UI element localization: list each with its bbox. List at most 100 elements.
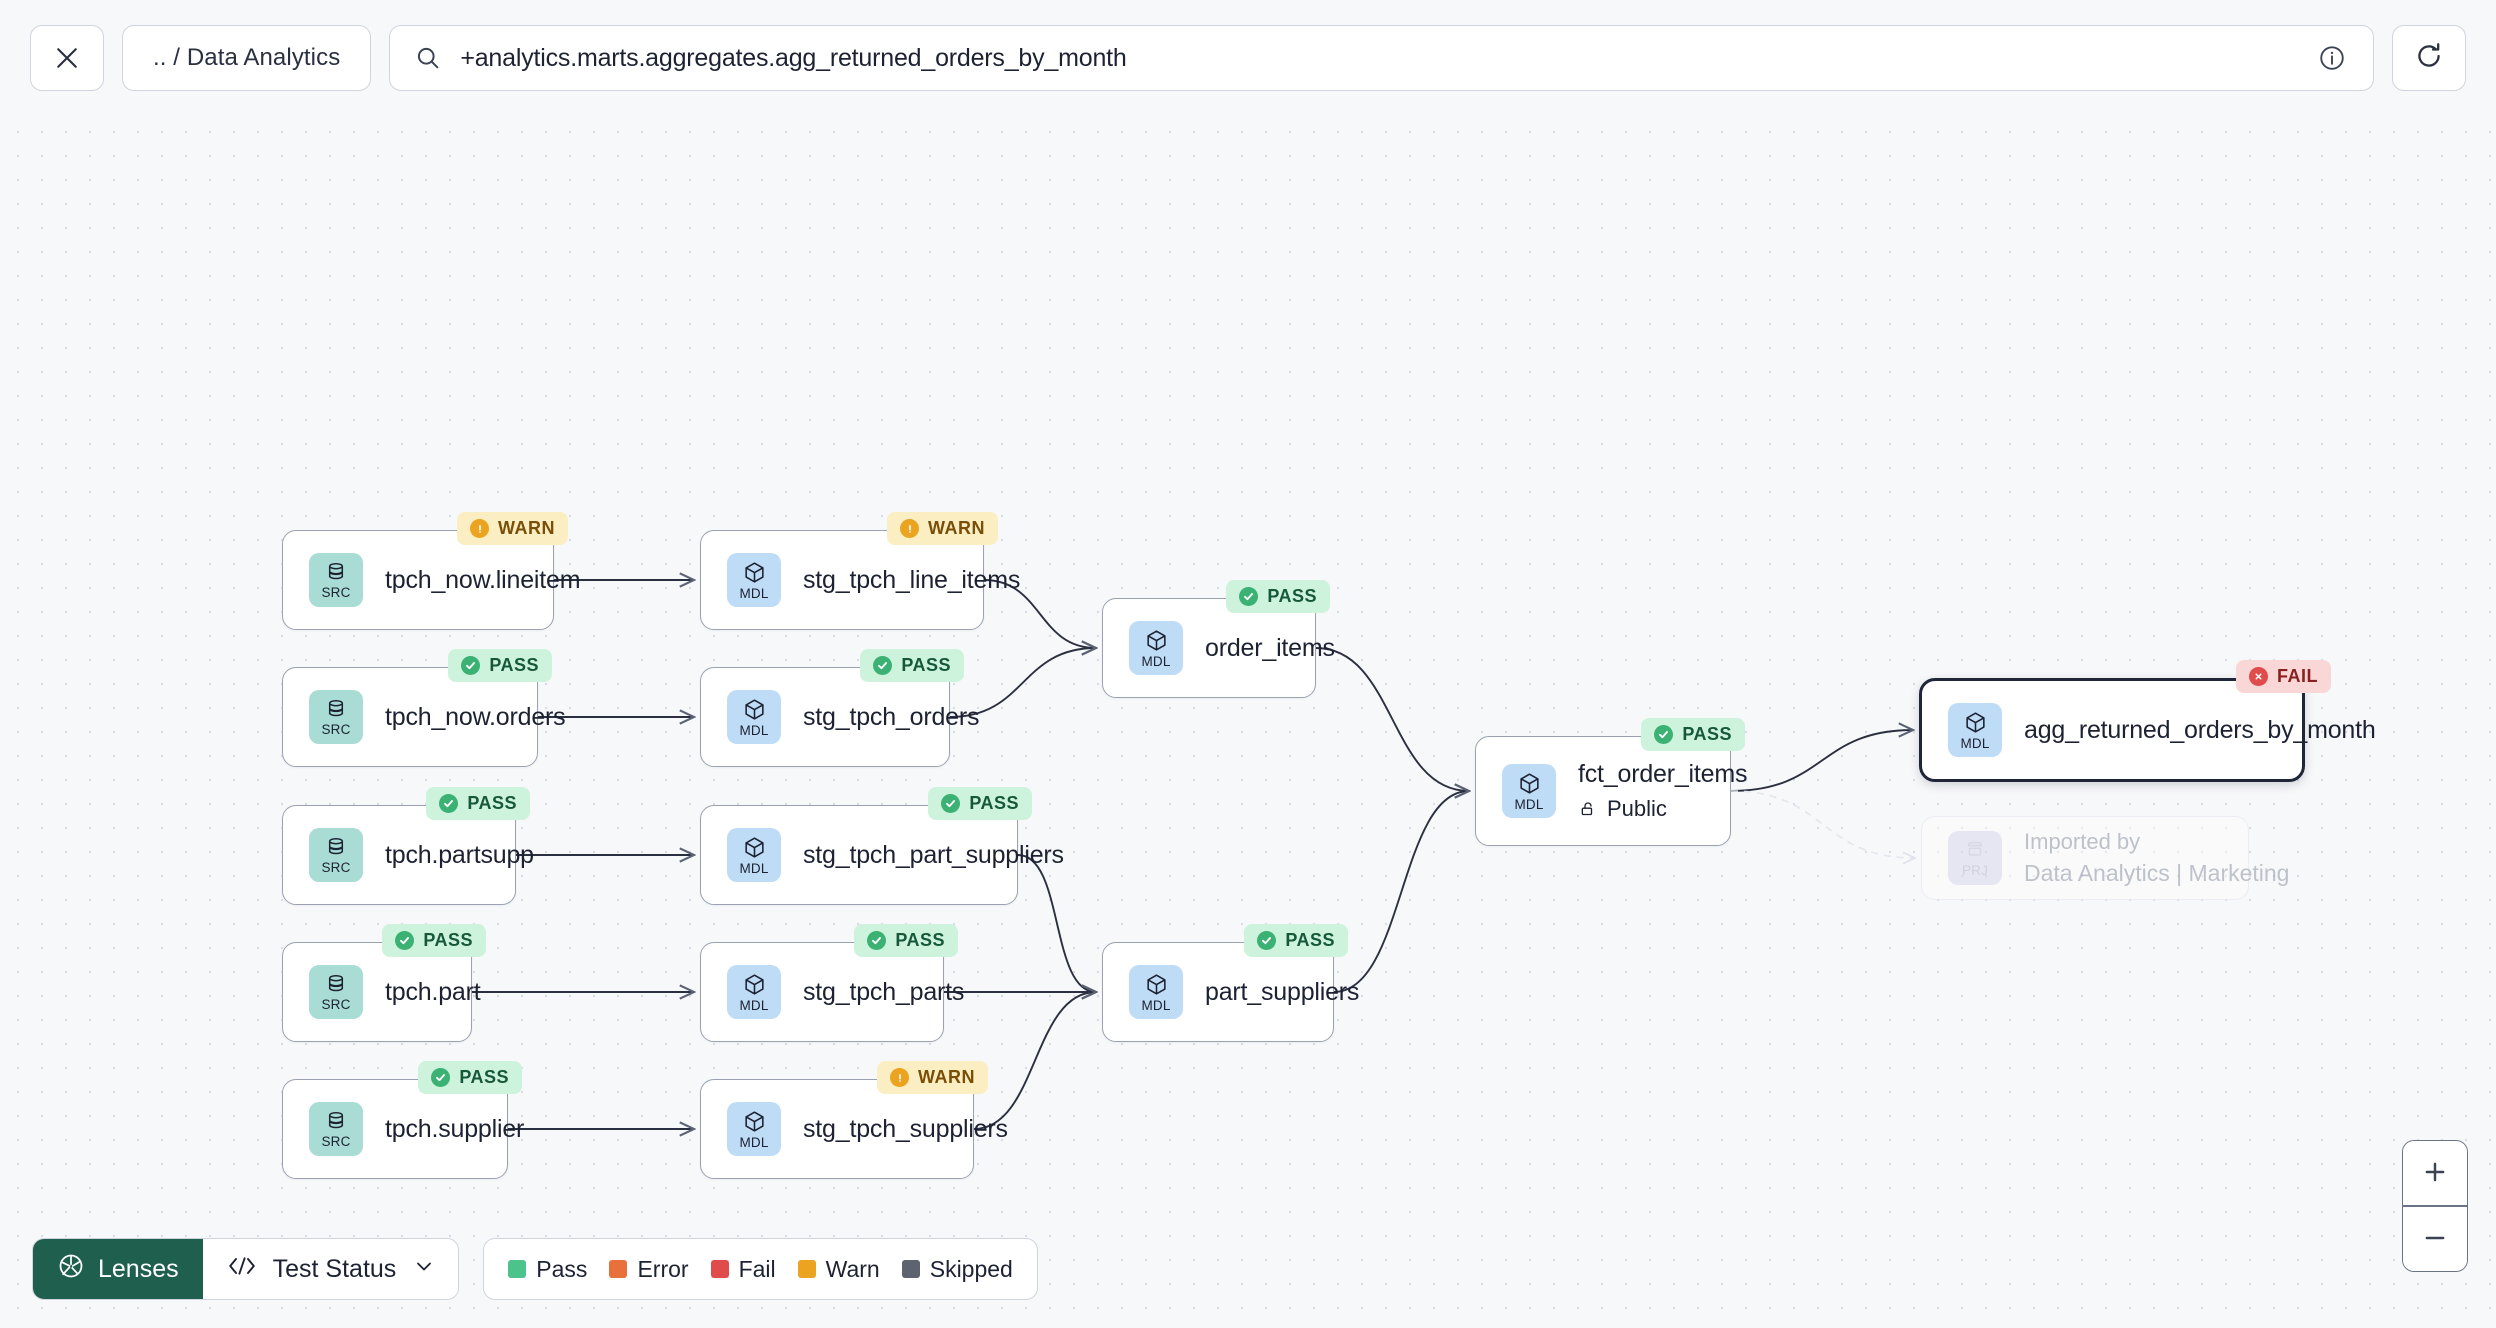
status-label: PASS xyxy=(423,930,473,950)
minus-icon xyxy=(2421,1224,2449,1255)
status-icon xyxy=(439,794,459,813)
graph-node-tpch_now_lineitem[interactable]: SRC tpch_now.lineitem xyxy=(282,530,581,630)
graph-node-stg_tpch_orders[interactable]: MDL stg_tpch_orders xyxy=(700,667,979,767)
status-icon xyxy=(470,519,489,538)
close-button[interactable] xyxy=(30,25,104,91)
node-title: stg_tpch_suppliers xyxy=(803,1114,1008,1143)
breadcrumb[interactable]: .. / Data Analytics xyxy=(122,25,372,91)
lenses-button[interactable]: Lenses xyxy=(33,1239,203,1299)
status-label: PASS xyxy=(1682,724,1732,744)
status-label: PASS xyxy=(901,655,951,675)
status-badge-stg_tpch_orders[interactable]: PASS xyxy=(860,649,964,682)
status-badge-stg_tpch_part_suppliers[interactable]: PASS xyxy=(928,787,1032,820)
graph-node-stg_tpch_parts[interactable]: MDL stg_tpch_parts xyxy=(700,942,964,1042)
node-title: fct_order_items xyxy=(1578,760,1748,789)
node-kind-chip: MDL xyxy=(1129,965,1183,1019)
legend-item-pass[interactable]: Pass xyxy=(508,1256,587,1283)
status-badge-tpch_now_orders[interactable]: PASS xyxy=(448,649,552,682)
status-badge-tpch_now_lineitem[interactable]: WARN xyxy=(457,512,568,545)
node-imported-by-label: Imported by xyxy=(2024,828,2141,854)
status-label: FAIL xyxy=(2277,666,2318,686)
status-icon xyxy=(2249,667,2268,686)
cube-icon xyxy=(1965,712,1985,733)
node-title: order_items xyxy=(1205,633,1335,662)
cube-icon xyxy=(1146,630,1166,651)
cube-icon xyxy=(744,562,764,583)
status-label: PASS xyxy=(1267,586,1317,606)
edge-layer xyxy=(471,116,2496,1328)
test-status-button[interactable]: Test Status xyxy=(202,1239,459,1299)
search-bar[interactable] xyxy=(389,25,2374,91)
graph-node-stg_tpch_part_suppliers[interactable]: MDL stg_tpch_part_suppliers xyxy=(700,805,1064,905)
status-icon xyxy=(1239,587,1259,606)
graph-node-tpch_now_orders[interactable]: SRC tpch_now.orders xyxy=(282,667,566,767)
database-icon xyxy=(328,1112,344,1129)
status-badge-tpch_partsupp[interactable]: PASS xyxy=(426,787,530,820)
status-badge-tpch_part[interactable]: PASS xyxy=(382,924,486,957)
status-badge-stg_tpch_suppliers[interactable]: WARN xyxy=(877,1061,988,1094)
legend-swatch xyxy=(797,1260,816,1278)
legend-item-error[interactable]: Error xyxy=(609,1255,689,1283)
status-badge-stg_tpch_line_items[interactable]: WARN xyxy=(887,512,998,545)
status-badge-agg_returned_orders_by_month[interactable]: FAIL xyxy=(2236,660,2331,693)
node-kind-chip: PRJ xyxy=(1948,831,2002,885)
node-visibility: Public xyxy=(1578,796,1704,822)
edge-order_items-to-fct_order_items xyxy=(1315,647,1469,791)
legend-label: Skipped xyxy=(929,1255,1013,1282)
info-icon[interactable] xyxy=(2317,43,2347,73)
edge-stg_tpch_part_suppliers-to-part_suppliers xyxy=(1017,854,1096,992)
status-icon xyxy=(900,519,919,538)
node-kind-label: MDL xyxy=(739,997,769,1013)
graph-node-tpch_supplier[interactable]: SRC tpch.supplier xyxy=(282,1079,524,1179)
graph-node-stg_tpch_line_items[interactable]: MDL stg_tpch_line_items xyxy=(700,530,1020,630)
status-label: WARN xyxy=(918,1067,975,1087)
status-badge-stg_tpch_parts[interactable]: PASS xyxy=(854,924,958,957)
graph-node-fct_order_items[interactable]: MDL fct_order_items Public xyxy=(1475,736,1748,846)
zoom-out-button[interactable] xyxy=(2403,1207,2467,1271)
legend-item-skipped[interactable]: Skipped xyxy=(901,1255,1013,1283)
status-badge-order_items[interactable]: PASS xyxy=(1226,580,1330,613)
cube-icon xyxy=(744,699,764,720)
zoom-controls xyxy=(2402,1140,2468,1272)
status-icon xyxy=(395,931,415,950)
node-kind-chip: SRC xyxy=(309,553,363,607)
legend-label: Error xyxy=(637,1255,689,1282)
graph-node-part_suppliers[interactable]: MDL part_suppliers xyxy=(1102,942,1360,1042)
edge-stg_tpch_orders-to-order_items xyxy=(949,648,1096,718)
legend-label: Warn xyxy=(825,1255,880,1282)
search-input[interactable] xyxy=(460,43,2299,73)
cube-icon xyxy=(1146,974,1166,995)
status-badge-part_suppliers[interactable]: PASS xyxy=(1244,924,1348,957)
status-badge-fct_order_items[interactable]: PASS xyxy=(1641,718,1745,751)
graph-node-stg_tpch_suppliers[interactable]: MDL stg_tpch_suppliers xyxy=(700,1079,1008,1179)
node-kind-chip: MDL xyxy=(727,553,781,607)
refresh-button[interactable] xyxy=(2392,25,2466,91)
node-kind-label: SRC xyxy=(321,1134,351,1150)
graph-node-order_items[interactable]: MDL order_items xyxy=(1102,598,1335,698)
cube-icon xyxy=(1519,773,1539,794)
node-kind-label: MDL xyxy=(1141,997,1171,1013)
node-kind-label: PRJ xyxy=(1961,863,1989,879)
edge-stg_tpch_suppliers-to-part_suppliers xyxy=(973,992,1096,1130)
node-kind-chip: MDL xyxy=(727,690,781,744)
lenses-label: Lenses xyxy=(98,1254,179,1283)
node-kind-label: MDL xyxy=(1141,653,1171,669)
node-title: part_suppliers xyxy=(1205,977,1360,1006)
lenses-group: Lenses Test Status xyxy=(32,1238,460,1300)
zoom-in-button[interactable] xyxy=(2403,1141,2467,1206)
status-badge-tpch_supplier[interactable]: PASS xyxy=(418,1061,522,1094)
test-status-label: Test Status xyxy=(272,1254,397,1283)
node-title: stg_tpch_part_suppliers xyxy=(803,840,1064,869)
top-toolbar: .. / Data Analytics xyxy=(0,0,2496,116)
legend-item-fail[interactable]: Fail xyxy=(710,1256,776,1283)
graph-node-tpch_part[interactable]: SRC tpch.part xyxy=(282,942,481,1042)
graph-node-tpch_partsupp[interactable]: SRC tpch.partsupp xyxy=(282,805,534,905)
edge-stg_tpch_line_items-to-order_items xyxy=(983,579,1096,648)
legend-item-warn[interactable]: Warn xyxy=(797,1255,880,1283)
node-kind-label: SRC xyxy=(321,997,351,1013)
graph-node-agg_returned_orders_by_month[interactable]: MDL agg_returned_orders_by_month xyxy=(1919,678,2376,782)
legend-swatch xyxy=(609,1260,628,1278)
status-icon xyxy=(890,1068,909,1087)
